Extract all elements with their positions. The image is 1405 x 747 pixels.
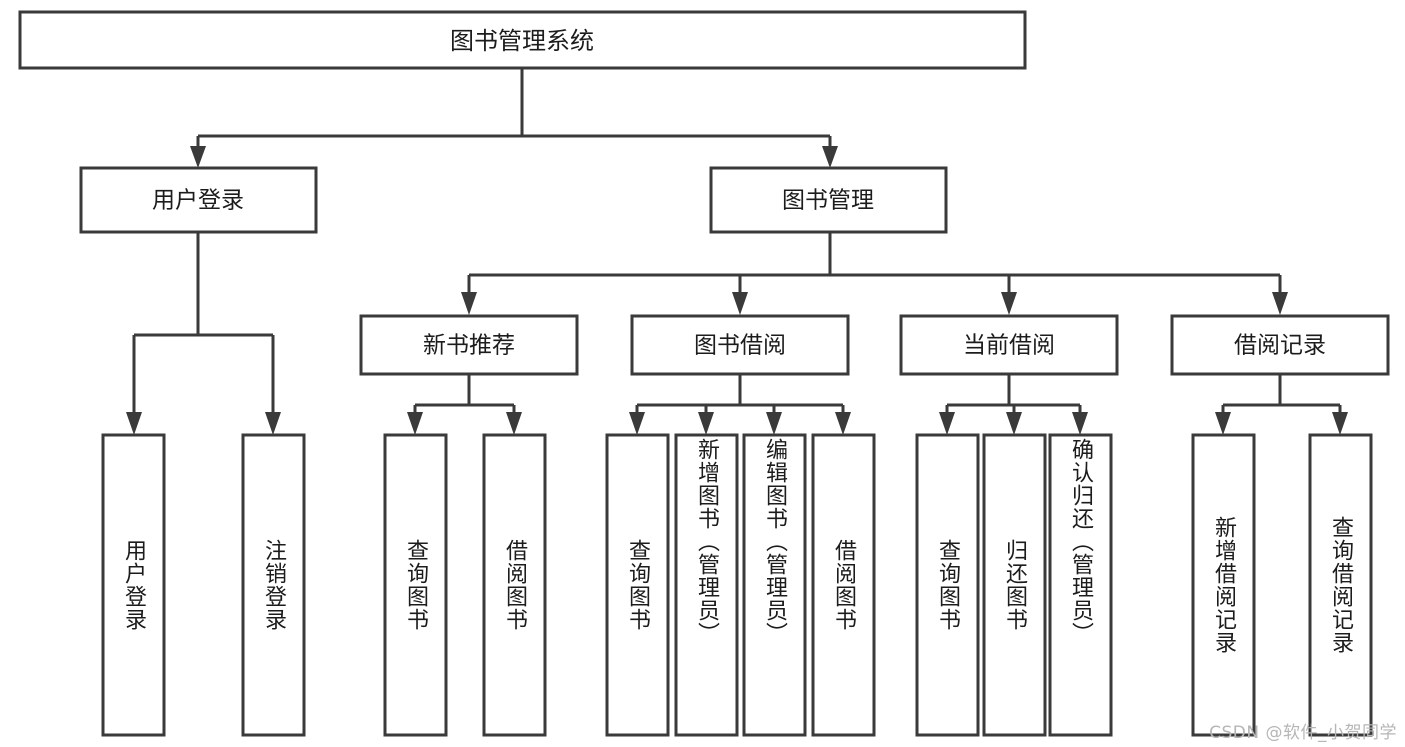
edge-group-new-book-to-leaves bbox=[407, 374, 522, 435]
edge-group-user-login-to-leaves bbox=[126, 232, 281, 435]
edge-group-root-to-level2 bbox=[190, 68, 838, 168]
arrowhead-leaf-add-record bbox=[1215, 412, 1231, 435]
arrowhead-current-borrow bbox=[1001, 292, 1017, 315]
csdn-watermark: CSDN @软件_小贺同学 bbox=[1209, 723, 1397, 743]
arrowhead-leaf-query-book-3 bbox=[939, 412, 955, 435]
node-root[interactable]: 图书管理系统 bbox=[18, 10, 1027, 70]
arrowhead-book-borrow bbox=[732, 292, 748, 315]
leaf-box-confirm-return[interactable] bbox=[1048, 433, 1113, 737]
edge-group-book-management-to-level3 bbox=[461, 232, 1288, 315]
leaf-box-query-record[interactable] bbox=[1308, 433, 1373, 737]
arrowhead-leaf-query-book-2 bbox=[629, 412, 645, 435]
node-book-management-label: 图书管理 bbox=[782, 188, 874, 214]
arrowhead-new-book-recommend bbox=[461, 292, 477, 315]
node-borrow-record[interactable]: 借阅记录 bbox=[1170, 314, 1390, 376]
node-user-login-box[interactable] bbox=[79, 166, 318, 234]
node-book-borrow-label: 图书借阅 bbox=[694, 333, 786, 359]
node-root-label: 图书管理系统 bbox=[450, 27, 594, 55]
leaf-box-logout-login[interactable] bbox=[241, 433, 306, 737]
node-new-book-recommend-box[interactable] bbox=[359, 314, 579, 376]
leaf-box-query-book-3[interactable] bbox=[915, 433, 980, 737]
leaf-box-borrow-book-2[interactable] bbox=[811, 433, 876, 737]
node-new-book-recommend-label: 新书推荐 bbox=[423, 333, 515, 359]
node-book-management-box[interactable] bbox=[709, 166, 948, 234]
node-current-borrow-box[interactable] bbox=[899, 314, 1119, 376]
arrowhead-leaf-return-book bbox=[1006, 412, 1022, 435]
node-book-borrow-box[interactable] bbox=[630, 314, 850, 376]
node-borrow-record-label: 借阅记录 bbox=[1234, 333, 1326, 359]
arrowhead-leaf-edit-book bbox=[766, 412, 782, 435]
leaf-box-query-book-1[interactable] bbox=[383, 433, 448, 737]
leaf-box-add-record[interactable] bbox=[1191, 433, 1256, 737]
leaf-box-add-book[interactable] bbox=[674, 433, 739, 737]
arrowhead-leaf-borrow-book-1 bbox=[506, 412, 522, 435]
node-current-borrow[interactable]: 当前借阅 bbox=[899, 314, 1119, 376]
node-book-borrow[interactable]: 图书借阅 bbox=[630, 314, 850, 376]
node-current-borrow-label: 当前借阅 bbox=[963, 333, 1055, 359]
arrowhead-borrow-record bbox=[1272, 292, 1288, 315]
node-user-login-label: 用户登录 bbox=[152, 188, 244, 214]
node-book-management[interactable]: 图书管理 bbox=[709, 166, 948, 234]
arrowhead-leaf-logout-login bbox=[265, 412, 281, 435]
edge-group-book-borrow-to-leaves bbox=[629, 374, 851, 435]
arrowhead-book-management bbox=[822, 146, 838, 168]
arrowhead-leaf-borrow-book-2 bbox=[835, 412, 851, 435]
node-user-login[interactable]: 用户登录 bbox=[79, 166, 318, 234]
leaf-box-user-login[interactable] bbox=[101, 433, 166, 737]
edge-group-current-borrow-to-leaves bbox=[939, 374, 1088, 435]
leaf-box-borrow-book-1[interactable] bbox=[482, 433, 547, 737]
node-root-box[interactable] bbox=[18, 10, 1027, 70]
arrowhead-leaf-query-book-1 bbox=[407, 412, 423, 435]
edge-group-borrow-record-to-leaves bbox=[1215, 374, 1348, 435]
leaf-box-query-book-2[interactable] bbox=[605, 433, 670, 737]
leaf-box-edit-book[interactable] bbox=[742, 433, 807, 737]
leaf-box-return-book[interactable] bbox=[982, 433, 1047, 737]
arrowhead-leaf-confirm-return bbox=[1072, 412, 1088, 435]
node-borrow-record-box[interactable] bbox=[1170, 314, 1390, 376]
node-new-book-recommend[interactable]: 新书推荐 bbox=[359, 314, 579, 376]
arrowhead-leaf-add-book bbox=[698, 412, 714, 435]
arrowhead-leaf-user-login bbox=[126, 412, 142, 435]
arrowhead-leaf-query-record bbox=[1332, 412, 1348, 435]
arrowhead-user-login bbox=[190, 146, 206, 168]
